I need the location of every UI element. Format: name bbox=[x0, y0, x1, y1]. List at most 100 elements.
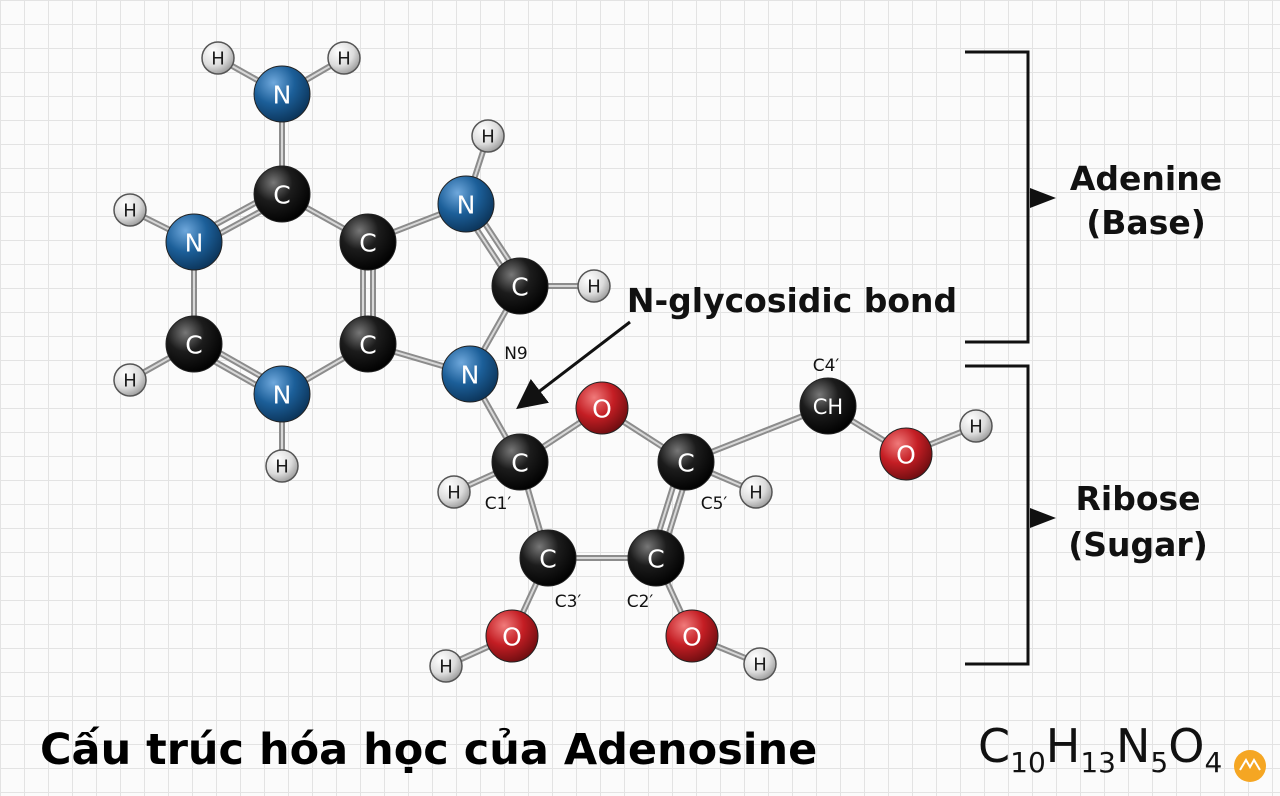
formula-n: N bbox=[1116, 719, 1150, 773]
atom-n1: N bbox=[165, 213, 223, 271]
atom-h_c5p: H bbox=[739, 475, 773, 509]
atom-ch-sphere bbox=[799, 377, 857, 435]
atom-h_n7-label: H bbox=[481, 127, 495, 148]
atom-c5-sphere bbox=[339, 213, 397, 271]
atom-h_o_ch-sphere bbox=[959, 409, 993, 443]
atom-o_c2p-label: O bbox=[682, 623, 702, 652]
atom-o_ch: O bbox=[879, 427, 933, 481]
atom-o_c3p: O bbox=[485, 609, 539, 663]
atom-h_c8-sphere bbox=[577, 269, 611, 303]
atom-o_ch-sphere bbox=[879, 427, 933, 481]
atom-h_c1p-sphere bbox=[437, 475, 471, 509]
atom-c2-label: C bbox=[185, 331, 202, 360]
atom-o_ring-label: O bbox=[592, 395, 612, 424]
atom-c2: C bbox=[165, 315, 223, 373]
atom-c3p-sphere bbox=[519, 529, 577, 587]
adenine-label-line2: (Base) bbox=[1086, 203, 1206, 242]
atom-n7: N bbox=[437, 175, 495, 233]
adenine-label-line1: Adenine bbox=[1070, 159, 1222, 198]
position-label-c5p: C5′ bbox=[701, 494, 728, 514]
atom-c1p: C bbox=[491, 433, 549, 491]
atom-c5-label: C bbox=[359, 229, 376, 258]
atom-c1p-sphere bbox=[491, 433, 549, 491]
atom-n1-sphere bbox=[165, 213, 223, 271]
ribose-label-line1: Ribose bbox=[1075, 479, 1200, 518]
atom-n9-sphere bbox=[441, 345, 499, 403]
molecular-formula: C10H13N5O4 bbox=[978, 719, 1222, 779]
atom-h_amino_r-sphere bbox=[327, 41, 361, 75]
adenine-bracket bbox=[965, 50, 1030, 344]
atom-c6-label: C bbox=[273, 181, 290, 210]
atom-h_n3: H bbox=[265, 449, 299, 483]
position-label-ch: C4′ bbox=[813, 356, 840, 376]
atom-h_c8-label: H bbox=[587, 277, 601, 298]
atom-c5p-sphere bbox=[657, 433, 715, 491]
atom-c4-label: C bbox=[359, 331, 376, 360]
glycosidic-bond-label: N-glycosidic bond bbox=[627, 281, 957, 320]
atom-h_amino_l: H bbox=[201, 41, 235, 75]
atom-n3-sphere bbox=[253, 365, 311, 423]
atom-c5p-label: C bbox=[677, 449, 694, 478]
atom-h_o_c2p: H bbox=[743, 647, 777, 681]
atom-h_o_c3p-label: H bbox=[439, 657, 453, 678]
atom-n_amino: N bbox=[253, 65, 311, 123]
formula-c: C bbox=[978, 719, 1010, 773]
atom-ch: CH bbox=[799, 377, 857, 435]
atom-h_o_c3p: H bbox=[429, 649, 463, 683]
position-label-n9: N9 bbox=[504, 344, 528, 364]
atom-h_c8: H bbox=[577, 269, 611, 303]
atom-o_ch-label: O bbox=[896, 441, 916, 470]
atom-o_c3p-label: O bbox=[502, 623, 522, 652]
atom-o_c2p: O bbox=[665, 609, 719, 663]
glycosidic-bond-arrow bbox=[516, 320, 631, 410]
atom-n_amino-sphere bbox=[253, 65, 311, 123]
atom-n3: N bbox=[253, 365, 311, 423]
atom-h_o_ch-label: H bbox=[969, 417, 983, 438]
adenine-bracket-pointer bbox=[1030, 188, 1056, 208]
atom-n1-label: N bbox=[185, 229, 204, 258]
atom-h_o_c2p-sphere bbox=[743, 647, 777, 681]
atom-h_n1-sphere bbox=[113, 193, 147, 227]
atom-c8: C bbox=[491, 257, 549, 315]
position-label-c3p: C3′ bbox=[555, 592, 582, 612]
atom-o_c3p-sphere bbox=[485, 609, 539, 663]
atom-h_n3-sphere bbox=[265, 449, 299, 483]
ribose-label-line2: (Sugar) bbox=[1068, 525, 1208, 564]
atom-n_amino-label: N bbox=[273, 81, 292, 110]
atom-c5: C bbox=[339, 213, 397, 271]
atom-h_amino_r: H bbox=[327, 41, 361, 75]
atom-c2p-label: C bbox=[647, 545, 664, 574]
atom-c6: C bbox=[253, 165, 311, 223]
atom-h_c1p: H bbox=[437, 475, 471, 509]
atom-h_n1-label: H bbox=[123, 201, 137, 222]
atom-h_o_c2p-label: H bbox=[753, 655, 767, 676]
atom-h_n7-sphere bbox=[471, 119, 505, 153]
atom-c4: C bbox=[339, 315, 397, 373]
atom-c5p: C bbox=[657, 433, 715, 491]
atom-n3-label: N bbox=[273, 381, 292, 410]
formula-o: O bbox=[1168, 719, 1204, 773]
atom-c2p-sphere bbox=[627, 529, 685, 587]
atom-o_c2p-sphere bbox=[665, 609, 719, 663]
atom-n9: N bbox=[441, 345, 499, 403]
atom-o_ring-sphere bbox=[575, 381, 629, 435]
atom-h_c2-sphere bbox=[113, 363, 147, 397]
atom-c8-label: C bbox=[511, 273, 528, 302]
formula-c-count: 10 bbox=[1010, 746, 1046, 779]
atom-o_ring: O bbox=[575, 381, 629, 435]
atom-h_c2-label: H bbox=[123, 371, 137, 392]
position-label-c2p: C2′ bbox=[627, 592, 654, 612]
position-label-c1p: C1′ bbox=[485, 494, 512, 514]
atom-n7-sphere bbox=[437, 175, 495, 233]
atom-n9-label: N bbox=[461, 361, 480, 390]
formula-h-count: 13 bbox=[1080, 746, 1116, 779]
atom-c3p: C bbox=[519, 529, 577, 587]
watermark-logo bbox=[1234, 750, 1266, 782]
formula-o-count: 4 bbox=[1204, 746, 1222, 779]
atom-c2p: C bbox=[627, 529, 685, 587]
atom-ch-label: CH bbox=[813, 395, 843, 419]
atom-h_amino_r-label: H bbox=[337, 49, 351, 70]
atom-h_c1p-label: H bbox=[447, 483, 461, 504]
